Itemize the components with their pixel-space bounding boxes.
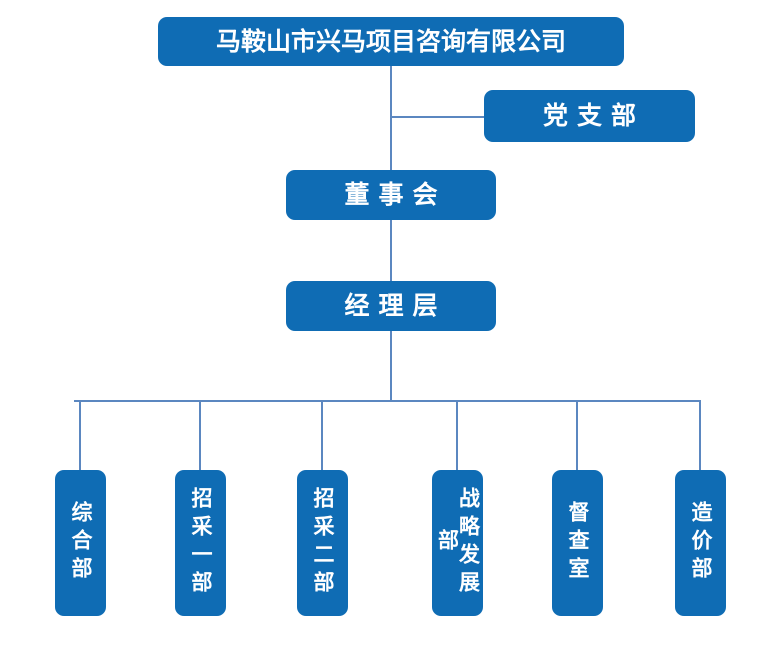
- department-label: 督查室: [566, 501, 590, 585]
- connector-drop-dept-1: [79, 400, 81, 471]
- connector-department-bus: [74, 400, 701, 402]
- department-label: 战略发展部: [435, 487, 481, 599]
- connector-drop-dept-4: [456, 400, 458, 471]
- department-box-procurement-2: 招采二部: [297, 470, 348, 616]
- connector-management-to-bus: [390, 330, 392, 401]
- department-box-procurement-1: 招采一部: [175, 470, 226, 616]
- connector-company-to-party: [390, 116, 485, 118]
- department-box-general-affairs: 综合部: [55, 470, 106, 616]
- connector-company-to-board: [390, 66, 392, 171]
- connector-drop-dept-2: [199, 400, 201, 471]
- department-label: 造价部: [689, 501, 713, 585]
- department-label: 招采一部: [189, 487, 213, 599]
- department-box-strategic-development: 战略发展部: [432, 470, 483, 616]
- department-box-cost-estimation: 造价部: [675, 470, 726, 616]
- department-box-supervision-office: 督查室: [552, 470, 603, 616]
- connector-drop-dept-6: [699, 400, 701, 471]
- company-title-box: 马鞍山市兴马项目咨询有限公司: [158, 17, 624, 66]
- party-branch-box: 党支部: [484, 90, 695, 142]
- department-label: 招采二部: [311, 487, 335, 599]
- connector-drop-dept-5: [576, 400, 578, 471]
- department-label: 综合部: [69, 501, 93, 585]
- management-layer-box: 经理层: [286, 281, 496, 331]
- connector-board-to-management: [390, 219, 392, 282]
- connector-drop-dept-3: [321, 400, 323, 471]
- board-of-directors-box: 董事会: [286, 170, 496, 220]
